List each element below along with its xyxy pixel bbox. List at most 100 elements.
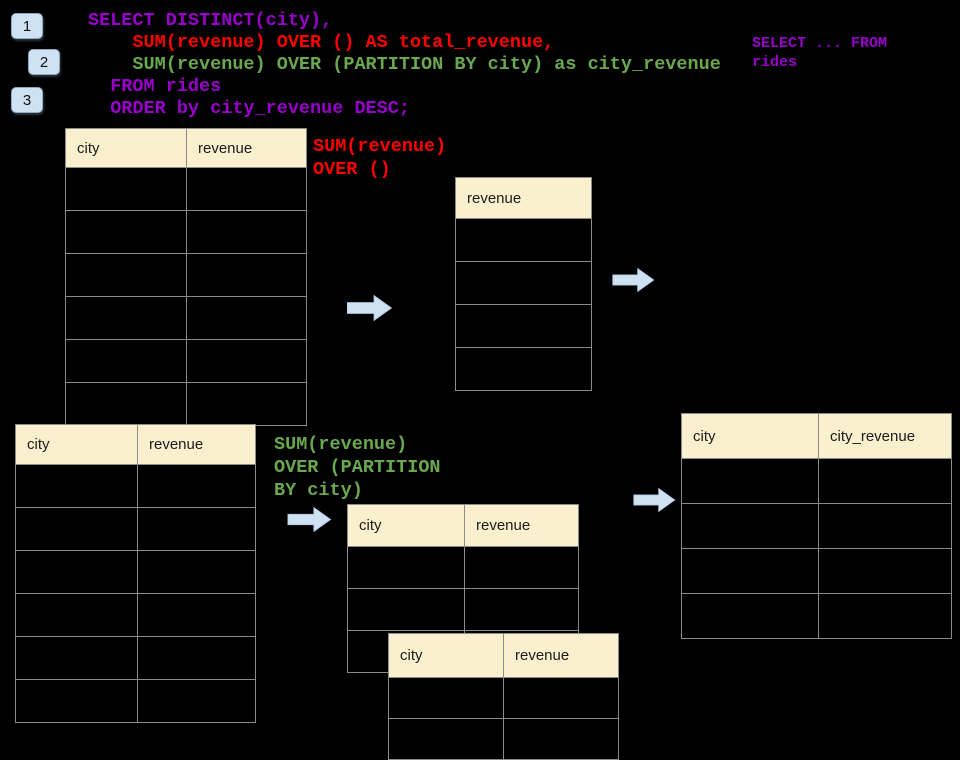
table-cell-empty [818, 504, 951, 548]
table-row [16, 464, 255, 507]
table-cell-empty [186, 168, 306, 210]
table-cell-empty [818, 459, 951, 503]
label-partition-line-1: SUM(revenue) [274, 434, 408, 455]
table-cell-empty [137, 594, 255, 636]
table-cell-empty [186, 383, 306, 425]
table-cell-empty [137, 551, 255, 593]
table-row [348, 546, 578, 588]
table-header-row: city city_revenue [682, 414, 951, 458]
flow-arrow-icon [633, 488, 676, 512]
table-cell-empty [16, 551, 137, 593]
table-row [389, 677, 618, 718]
table-header-row: city revenue [66, 129, 306, 167]
table-cell-empty [389, 678, 503, 718]
flow-arrow-icon [347, 295, 392, 321]
table-cell-empty [186, 297, 306, 339]
table-header-row: revenue [456, 178, 591, 218]
table-cell-empty [818, 594, 951, 638]
table-row [456, 218, 591, 261]
table-row [348, 588, 578, 630]
table-cell-empty [66, 168, 186, 210]
table-cell-empty [503, 719, 618, 759]
step-badge-3: 3 [11, 87, 43, 113]
side-note-line-1: SELECT ... FROM [752, 35, 888, 52]
column-header-city: city [693, 427, 716, 445]
label-sum-over-total: SUM(revenue) OVER () [313, 135, 446, 181]
table-row [682, 503, 951, 548]
sql-line-select: SELECT DISTINCT(city), [88, 10, 333, 31]
table-cell-empty [66, 340, 186, 382]
table-row [16, 550, 255, 593]
label-partition-line-3: BY city) [274, 480, 363, 501]
column-header-revenue: revenue [137, 425, 255, 464]
table-cell-empty [16, 508, 137, 550]
table-cell-empty [186, 211, 306, 253]
table-header-row: city revenue [348, 505, 578, 546]
table-cell-empty [137, 508, 255, 550]
column-header-city: city [359, 517, 382, 534]
column-header-city: city [77, 139, 100, 157]
table-cell-empty [66, 254, 186, 296]
table-row [456, 304, 591, 347]
table-row [389, 718, 618, 759]
table-cell-empty [16, 637, 137, 679]
column-header-city: city [400, 647, 423, 664]
table-row [66, 339, 306, 382]
sql-line-sum-partition: SUM(revenue) OVER (PARTITION BY city) as… [88, 54, 721, 75]
table-cell-empty [137, 637, 255, 679]
table-row [66, 253, 306, 296]
column-header-city-revenue: city_revenue [818, 414, 951, 458]
table-cell-empty [456, 348, 591, 390]
table-source-rides-top: city revenue [65, 128, 307, 426]
table-row [16, 507, 255, 550]
table-cell-empty [456, 219, 591, 261]
table-cell-empty [66, 383, 186, 425]
table-cell-empty [186, 340, 306, 382]
table-cell-empty [16, 594, 137, 636]
table-cell-empty [137, 680, 255, 722]
table-row [456, 347, 591, 390]
table-row [682, 593, 951, 638]
table-cell-empty [682, 504, 818, 548]
table-row [16, 593, 255, 636]
table-cell-empty [348, 589, 464, 630]
table-cell-empty [389, 719, 503, 759]
sql-side-note: SELECT ... FROM rides [752, 35, 887, 72]
side-note-line-2: rides [752, 53, 798, 71]
table-header-row: city revenue [389, 634, 618, 677]
table-cell-empty [682, 594, 818, 638]
table-cell-empty [503, 678, 618, 718]
step-badge-2: 2 [28, 49, 60, 75]
table-cell-empty [456, 305, 591, 347]
table-row [66, 167, 306, 210]
table-cell-empty [348, 547, 464, 588]
table-row [66, 382, 306, 425]
step-badge-1-label: 1 [22, 17, 32, 35]
table-cell-empty [66, 211, 186, 253]
table-cell-empty [16, 680, 137, 722]
table-row [16, 679, 255, 722]
table-row [66, 210, 306, 253]
table-cell-empty [464, 589, 578, 630]
table-cell-empty [818, 549, 951, 593]
column-header-revenue: revenue [503, 634, 618, 677]
step-badge-3-label: 3 [22, 91, 32, 109]
table-partition-group-front: city revenue [388, 633, 619, 760]
column-header-city: city [27, 436, 50, 453]
column-header-revenue: revenue [186, 129, 306, 167]
sql-query: SELECT DISTINCT(city), SUM(revenue) OVER… [88, 10, 721, 120]
table-cell-empty [464, 547, 578, 588]
table-row [66, 296, 306, 339]
table-source-rides-bottom: city revenue [15, 424, 256, 723]
table-row [682, 458, 951, 503]
column-header-revenue: revenue [464, 505, 578, 546]
table-cell-empty [137, 465, 255, 507]
label-sum-over-partition: SUM(revenue) OVER (PARTITION BY city) [274, 433, 441, 502]
sql-line-order-by: ORDER by city_revenue DESC; [88, 98, 410, 119]
table-header-row: city revenue [16, 425, 255, 464]
step-badge-1: 1 [11, 13, 43, 39]
table-cell-empty [456, 262, 591, 304]
table-cell-empty [186, 254, 306, 296]
table-partition-group-back: city revenue [347, 504, 579, 673]
sql-line-from: FROM rides [88, 76, 222, 97]
